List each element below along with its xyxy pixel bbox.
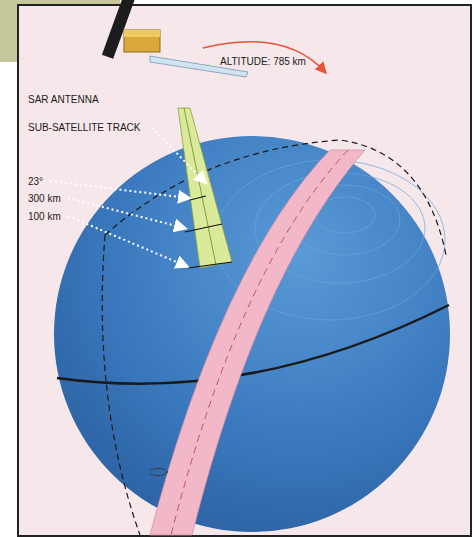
altitude-label: ALTITUDE: 785 km <box>220 56 306 67</box>
track-label: SUB-SATELLITE TRACK <box>28 122 140 133</box>
antenna-label: SAR ANTENNA <box>28 94 99 105</box>
swath-width-label: 100 km <box>28 211 61 222</box>
swath-distance-label: 300 km <box>28 193 61 204</box>
angle-label: 23° <box>28 176 43 187</box>
